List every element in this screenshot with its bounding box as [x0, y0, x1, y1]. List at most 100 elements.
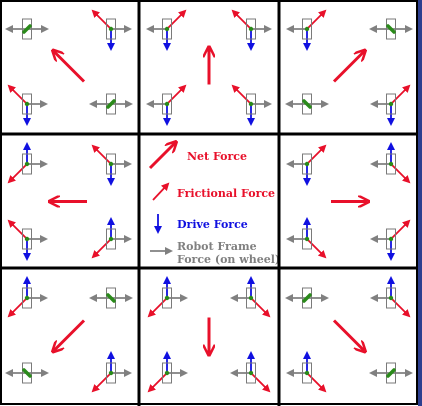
wheel-roller-marker — [302, 293, 312, 303]
wheel-outline — [106, 228, 116, 250]
frictional-force-arrow — [147, 372, 168, 393]
wheel-center-marker — [24, 161, 30, 167]
wheel-outline — [22, 228, 32, 250]
wheel-br — [89, 93, 133, 115]
wheel-outline — [106, 287, 116, 309]
wheel-outline — [22, 18, 32, 40]
wheel-outline — [106, 362, 116, 384]
wheel-outline — [302, 93, 312, 115]
frictional-force-arrow — [91, 9, 112, 30]
frictional-force-arrow — [91, 372, 112, 393]
wheel-br — [370, 84, 411, 126]
wheel-outline — [162, 362, 172, 384]
wheel-outline — [386, 93, 396, 115]
cell-bottom-right — [285, 276, 413, 393]
wheel-outline — [22, 93, 32, 115]
wheel-br — [369, 362, 413, 384]
wheel-roller-marker — [386, 24, 396, 34]
wheel-center-marker — [248, 295, 254, 301]
frictional-force-arrow — [166, 9, 187, 30]
wheel-roller-marker — [22, 368, 32, 378]
wheel-tl — [286, 9, 327, 51]
cells-layer — [5, 9, 413, 393]
frictional-force-arrow — [390, 84, 411, 105]
frictional-force-arrow — [306, 144, 327, 165]
wheel-center-marker — [24, 101, 30, 107]
frictional-force-arrow — [7, 84, 28, 105]
cell-top-left — [5, 9, 133, 126]
wheel-bl — [286, 217, 327, 259]
wheel-outline — [162, 93, 172, 115]
wheel-br — [91, 217, 132, 259]
frictional-force-arrow — [91, 144, 112, 165]
legend-net-force-arrow — [148, 143, 175, 170]
wheel-outline — [302, 153, 312, 175]
wheel-outline — [246, 287, 256, 309]
wheel-outline — [22, 153, 32, 175]
legend: Net Force Frictional Force Drive Force R… — [148, 143, 280, 266]
net-force-arrow — [54, 319, 86, 351]
wheel-center-marker — [388, 236, 394, 242]
wheel-center-marker — [108, 236, 114, 242]
wheel-bl — [5, 362, 49, 384]
wheel-outline — [386, 18, 396, 40]
cell-top-right — [285, 9, 413, 126]
wheel-outline — [302, 287, 312, 309]
wheel-center-marker — [304, 370, 310, 376]
wheel-outline — [386, 362, 396, 384]
wheel-center-marker — [388, 161, 394, 167]
wheel-tr — [91, 144, 132, 186]
wheel-center-marker — [248, 26, 254, 32]
frictional-force-arrow — [306, 372, 327, 393]
wheel-outline — [162, 18, 172, 40]
wheel-tr — [231, 9, 272, 51]
wheel-outline — [246, 362, 256, 384]
legend-drive-force-label: Drive Force — [177, 218, 248, 231]
legend-robot-frame-label-line2: Force (on wheel) — [177, 253, 280, 266]
wheel-center-marker — [164, 370, 170, 376]
frictional-force-arrow — [250, 372, 271, 393]
wheel-bl — [146, 84, 187, 126]
wheel-br — [370, 219, 411, 261]
cell-middle-left — [7, 142, 132, 261]
wheel-tl — [146, 9, 187, 51]
frictional-force-arrow — [7, 219, 28, 240]
wheel-roller-marker — [386, 368, 396, 378]
wheel-tl — [7, 142, 48, 184]
wheel-roller-marker — [302, 99, 312, 109]
frictional-force-arrow — [231, 9, 252, 30]
net-force-arrow — [54, 52, 86, 83]
wheel-outline — [106, 153, 116, 175]
wheel-outline — [302, 362, 312, 384]
wheel-br — [91, 351, 132, 393]
wheel-tr — [370, 276, 411, 318]
frictional-force-arrow — [390, 163, 411, 184]
wheel-outline — [386, 287, 396, 309]
wheel-center-marker — [388, 295, 394, 301]
legend-net-force-label: Net Force — [187, 150, 247, 163]
frictional-force-arrow — [7, 297, 28, 318]
wheel-center-marker — [164, 26, 170, 32]
frictional-force-arrow — [250, 297, 271, 318]
frictional-force-arrow — [306, 238, 327, 259]
wheel-tr — [370, 142, 411, 184]
frictional-force-arrow — [231, 84, 252, 105]
wheel-bl — [147, 351, 188, 393]
wheel-tl — [286, 144, 327, 186]
wheel-tl — [7, 276, 48, 318]
frictional-force-arrow — [91, 238, 112, 259]
wheel-center-marker — [304, 161, 310, 167]
wheel-br — [231, 84, 272, 126]
wheel-center-marker — [248, 370, 254, 376]
frictional-force-arrow — [306, 9, 327, 30]
wheel-center-marker — [304, 26, 310, 32]
wheel-tl — [5, 18, 49, 40]
wheel-outline — [302, 18, 312, 40]
wheel-outline — [302, 228, 312, 250]
wheel-outline — [162, 287, 172, 309]
wheel-outline — [22, 362, 32, 384]
legend-frictional-force-arrow — [152, 182, 170, 201]
